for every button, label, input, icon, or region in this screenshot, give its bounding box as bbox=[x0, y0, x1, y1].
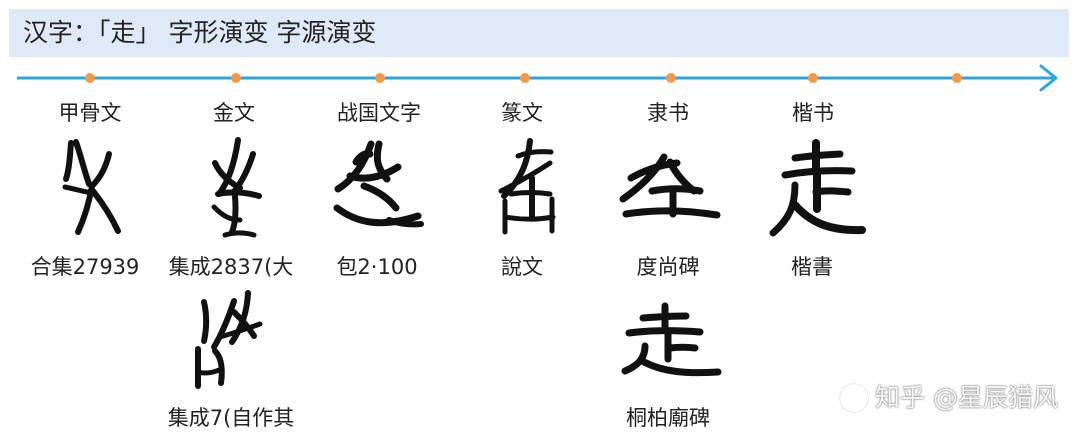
regular-zou-glyph-icon bbox=[769, 139, 866, 237]
title-bar: 汉字：「走」 字形演变 字源演变 bbox=[9, 9, 1069, 57]
timeline-point-next bbox=[952, 73, 962, 83]
seal-zou-glyph-icon bbox=[498, 138, 556, 235]
timeline-point-oracle-bone bbox=[85, 73, 95, 83]
clerical-variant-zou-glyph-icon bbox=[621, 302, 722, 377]
source-label-oracle-bone: 合集27939 bbox=[30, 255, 140, 279]
source-label-bronze-variant: 集成7(自作其 bbox=[167, 406, 295, 430]
watermark-text: 知乎 @星辰猎风 bbox=[875, 383, 1058, 412]
source-label-clerical: 度尚碑 bbox=[636, 255, 700, 279]
clerical-zou-glyph-icon bbox=[619, 153, 721, 219]
source-label-clerical-variant: 桐柏廟碑 bbox=[626, 406, 710, 430]
source-label-regular: 楷書 bbox=[791, 255, 833, 279]
stage-label-bronze: 金文 bbox=[213, 101, 255, 125]
oracle-bone-zou-glyph-icon bbox=[62, 139, 121, 235]
timeline bbox=[17, 64, 1058, 92]
source-label-bronze: 集成2837(大 bbox=[168, 255, 294, 279]
watermark: 知乎 @星辰猎风 bbox=[840, 381, 1058, 415]
stage-label-seal: 篆文 bbox=[501, 101, 543, 125]
bronze-zou-glyph-icon bbox=[211, 137, 262, 238]
timeline-arrow-head bbox=[1039, 64, 1058, 92]
stage-label-clerical: 隶书 bbox=[647, 101, 689, 125]
timeline-point-bronze bbox=[231, 73, 241, 83]
bronze-variant-zou-glyph-icon bbox=[195, 290, 263, 389]
stage-label-oracle-bone: 甲骨文 bbox=[58, 101, 122, 125]
zhihu-watermark-icon bbox=[840, 384, 869, 412]
source-label-seal: 說文 bbox=[501, 255, 543, 279]
timeline-point-clerical bbox=[666, 73, 676, 83]
page-title: 汉字：「走」 字形演变 字源演变 bbox=[23, 18, 377, 47]
timeline-point-seal bbox=[520, 73, 530, 83]
stage-label-regular: 楷书 bbox=[792, 101, 834, 125]
stage-label-warring-states: 战国文字 bbox=[337, 101, 421, 125]
warring-states-zou-glyph-icon bbox=[333, 140, 424, 228]
source-label-warring-states: 包2·100 bbox=[336, 255, 418, 279]
timeline-point-regular bbox=[808, 73, 818, 83]
timeline-point-warring-states bbox=[375, 73, 385, 83]
